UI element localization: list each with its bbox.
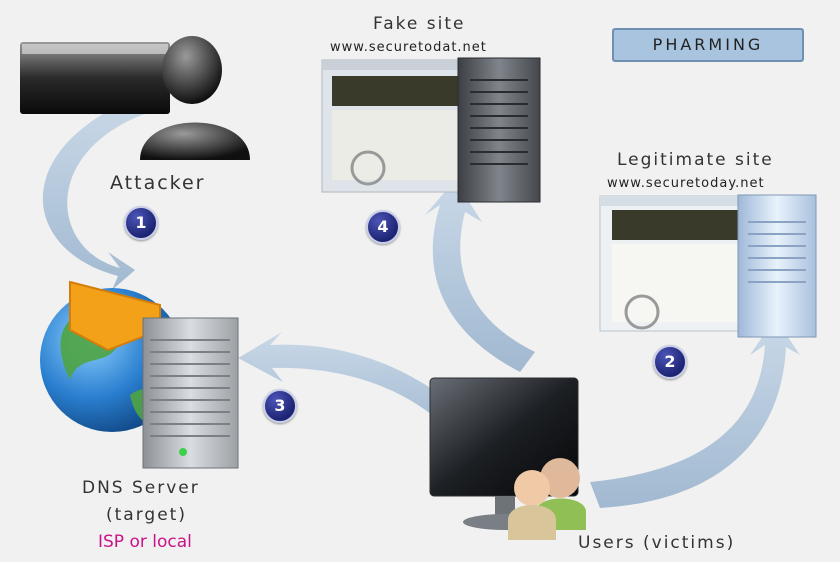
step-badge-3: 3: [263, 389, 297, 423]
isp-or-local-note: ISP or local: [98, 532, 192, 552]
dns-server-label: DNS Server: [82, 478, 200, 498]
attacker-label: Attacker: [110, 172, 206, 194]
step-badge-4: 4: [366, 210, 400, 244]
legitimate-site-label: Legitimate site: [617, 150, 774, 170]
fake-site-graphic: [321, 57, 541, 203]
dns-target-label: (target): [106, 505, 187, 525]
fake-site-url: www.securetodat.net: [330, 40, 487, 55]
attacker-figure: [20, 36, 250, 160]
dns-globe-graphic: [40, 280, 239, 469]
fake-site-label: Fake site: [373, 14, 466, 34]
diagram-title: PHARMING: [652, 35, 764, 54]
step-badge-2: 2: [653, 345, 687, 379]
users-graphic: [429, 377, 586, 540]
title-box: [612, 28, 804, 62]
legitimate-site-graphic: [599, 194, 817, 338]
users-label: Users (victims): [578, 533, 736, 553]
legitimate-site-url: www.securetoday.net: [607, 176, 765, 191]
step-badge-1: 1: [124, 206, 158, 240]
